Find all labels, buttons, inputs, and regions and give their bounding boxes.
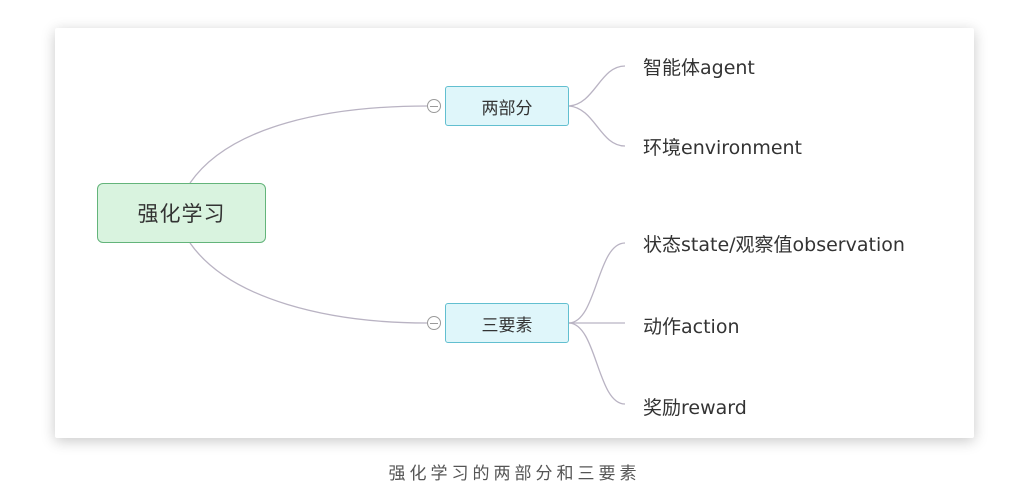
connector-root-to-two-parts <box>189 105 428 184</box>
leaf-node-environment[interactable]: 环境environment <box>643 137 803 159</box>
leaf-node-action[interactable]: 动作action <box>643 316 740 338</box>
root-node[interactable]: 强化学习 <box>97 183 266 243</box>
connector-two-parts-to-environment <box>568 105 626 147</box>
collapse-minus-icon[interactable] <box>427 99 441 113</box>
connector-three-elements-to-state <box>568 242 626 324</box>
leaf-node-agent[interactable]: 智能体agent <box>643 57 755 79</box>
connector-two-parts-to-agent <box>568 65 626 107</box>
connector-three-elements-to-reward <box>568 322 626 405</box>
connector-root-to-three-elements <box>189 242 428 324</box>
leaf-node-reward[interactable]: 奖励reward <box>643 397 747 419</box>
collapse-minus-icon[interactable] <box>427 316 441 330</box>
branch-node-three-elements[interactable]: 三要素 <box>445 303 569 343</box>
branch-node-two-parts[interactable]: 两部分 <box>445 86 569 126</box>
figure-caption: 强化学习的两部分和三要素 <box>388 464 641 484</box>
leaf-node-state-observation[interactable]: 状态state/观察值observation <box>643 234 905 256</box>
